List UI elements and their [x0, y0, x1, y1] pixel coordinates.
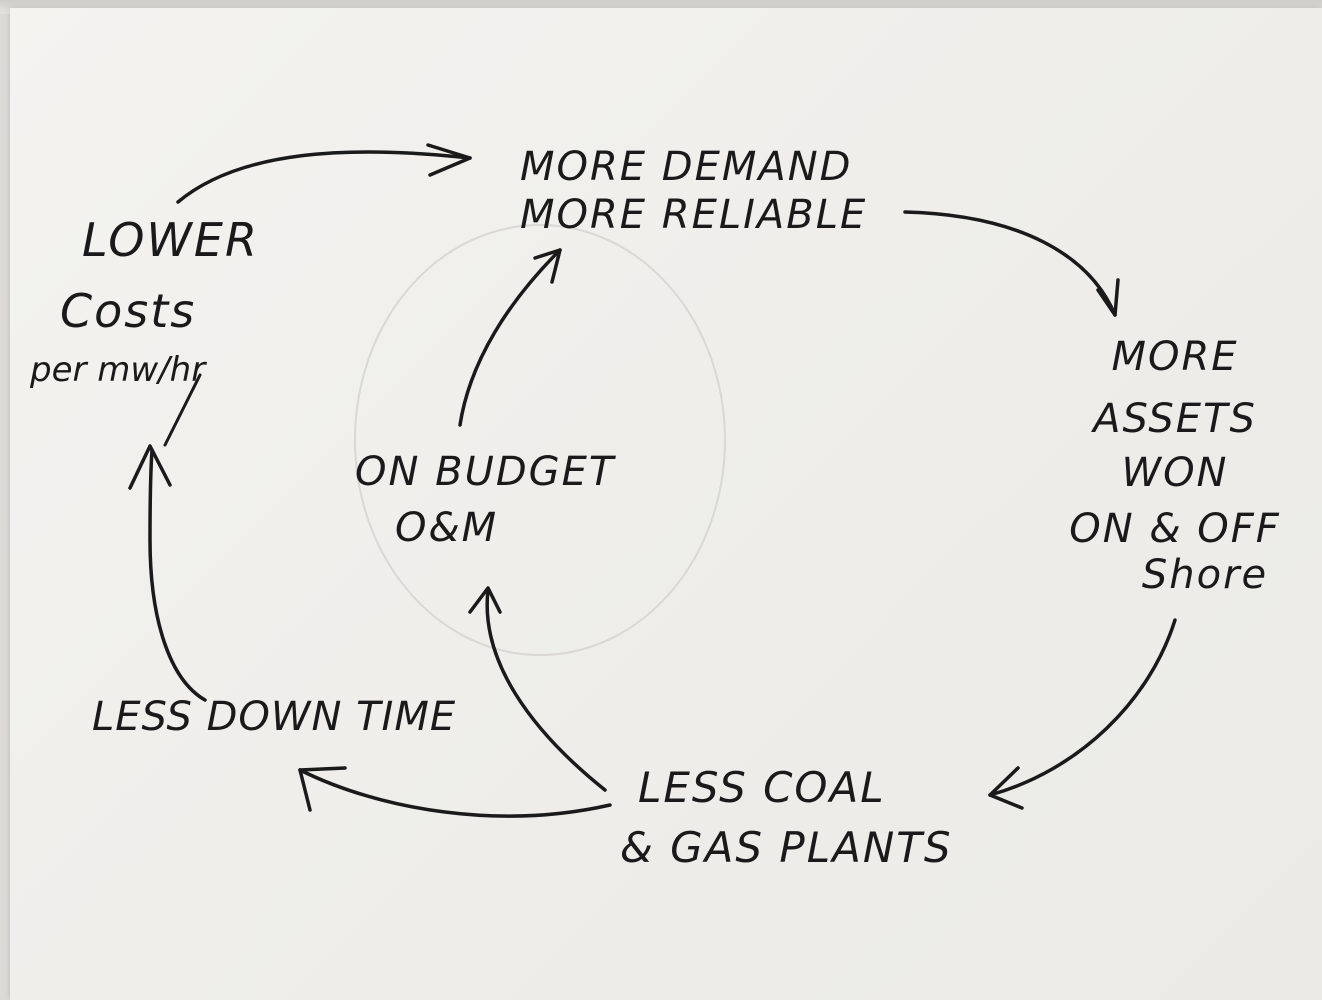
node-more-assets-line2: ASSETS — [1093, 396, 1257, 442]
slash-mark — [163, 373, 202, 447]
arrow-more-assets-to-less-coal — [988, 618, 1177, 797]
arrow-less-downtime-to-lower-costs — [148, 448, 207, 702]
node-on-budget: ON BUDGET O&M — [355, 450, 615, 550]
node-more-demand-line1: MORE DEMAND — [520, 144, 853, 190]
arrow-less-coal-to-on-budget — [485, 588, 607, 792]
node-lower-costs-line3: per mw/hr — [30, 350, 206, 391]
node-more-assets-line3: WON — [1121, 450, 1229, 496]
arrow-on-budget-to-more-reliable — [458, 248, 562, 427]
node-less-coal: LESS COAL & GAS PLANTS — [620, 763, 953, 873]
arrowhead-less-coal — [988, 766, 1024, 810]
node-less-downtime: LESS DOWN TIME — [92, 695, 456, 739]
arrowhead-more-reliable — [533, 248, 562, 284]
faint-pencil-circle — [354, 224, 726, 656]
arrow-less-coal-to-less-downtime — [298, 768, 612, 818]
node-less-downtime-line1: LESS DOWN TIME — [92, 694, 457, 740]
node-on-budget-line1: ON BUDGET — [355, 449, 616, 495]
node-more-demand: MORE DEMAND MORE RELIABLE — [520, 145, 867, 237]
arrowhead-more-demand — [426, 143, 472, 177]
arrowhead-more-assets — [1096, 278, 1120, 317]
node-more-assets: MORE ASSETS WON ON & OFF Shore — [1050, 335, 1300, 597]
node-more-assets-line5: Shore — [1141, 552, 1269, 598]
node-less-coal-line2: & GAS PLANTS — [620, 823, 953, 873]
node-lower-costs-line2: Costs — [60, 283, 197, 338]
node-more-assets-line1: MORE — [1111, 334, 1239, 380]
arrowhead-lower-costs — [128, 444, 172, 490]
node-lower-costs-line1: LOWER — [82, 213, 259, 267]
arrow-lower-costs-to-more-demand — [176, 150, 472, 204]
node-on-budget-line2: O&M — [395, 505, 499, 551]
node-lower-costs: LOWER Costs per mw/hr — [30, 215, 259, 390]
node-more-assets-line4: ON & OFF — [1069, 506, 1281, 552]
node-less-coal-line1: LESS COAL — [638, 763, 886, 812]
arrowhead-on-budget — [468, 586, 502, 614]
node-more-demand-line2: MORE RELIABLE — [520, 192, 868, 238]
arrowhead-less-downtime — [298, 766, 347, 812]
arrow-more-demand-to-more-assets — [903, 210, 1117, 317]
